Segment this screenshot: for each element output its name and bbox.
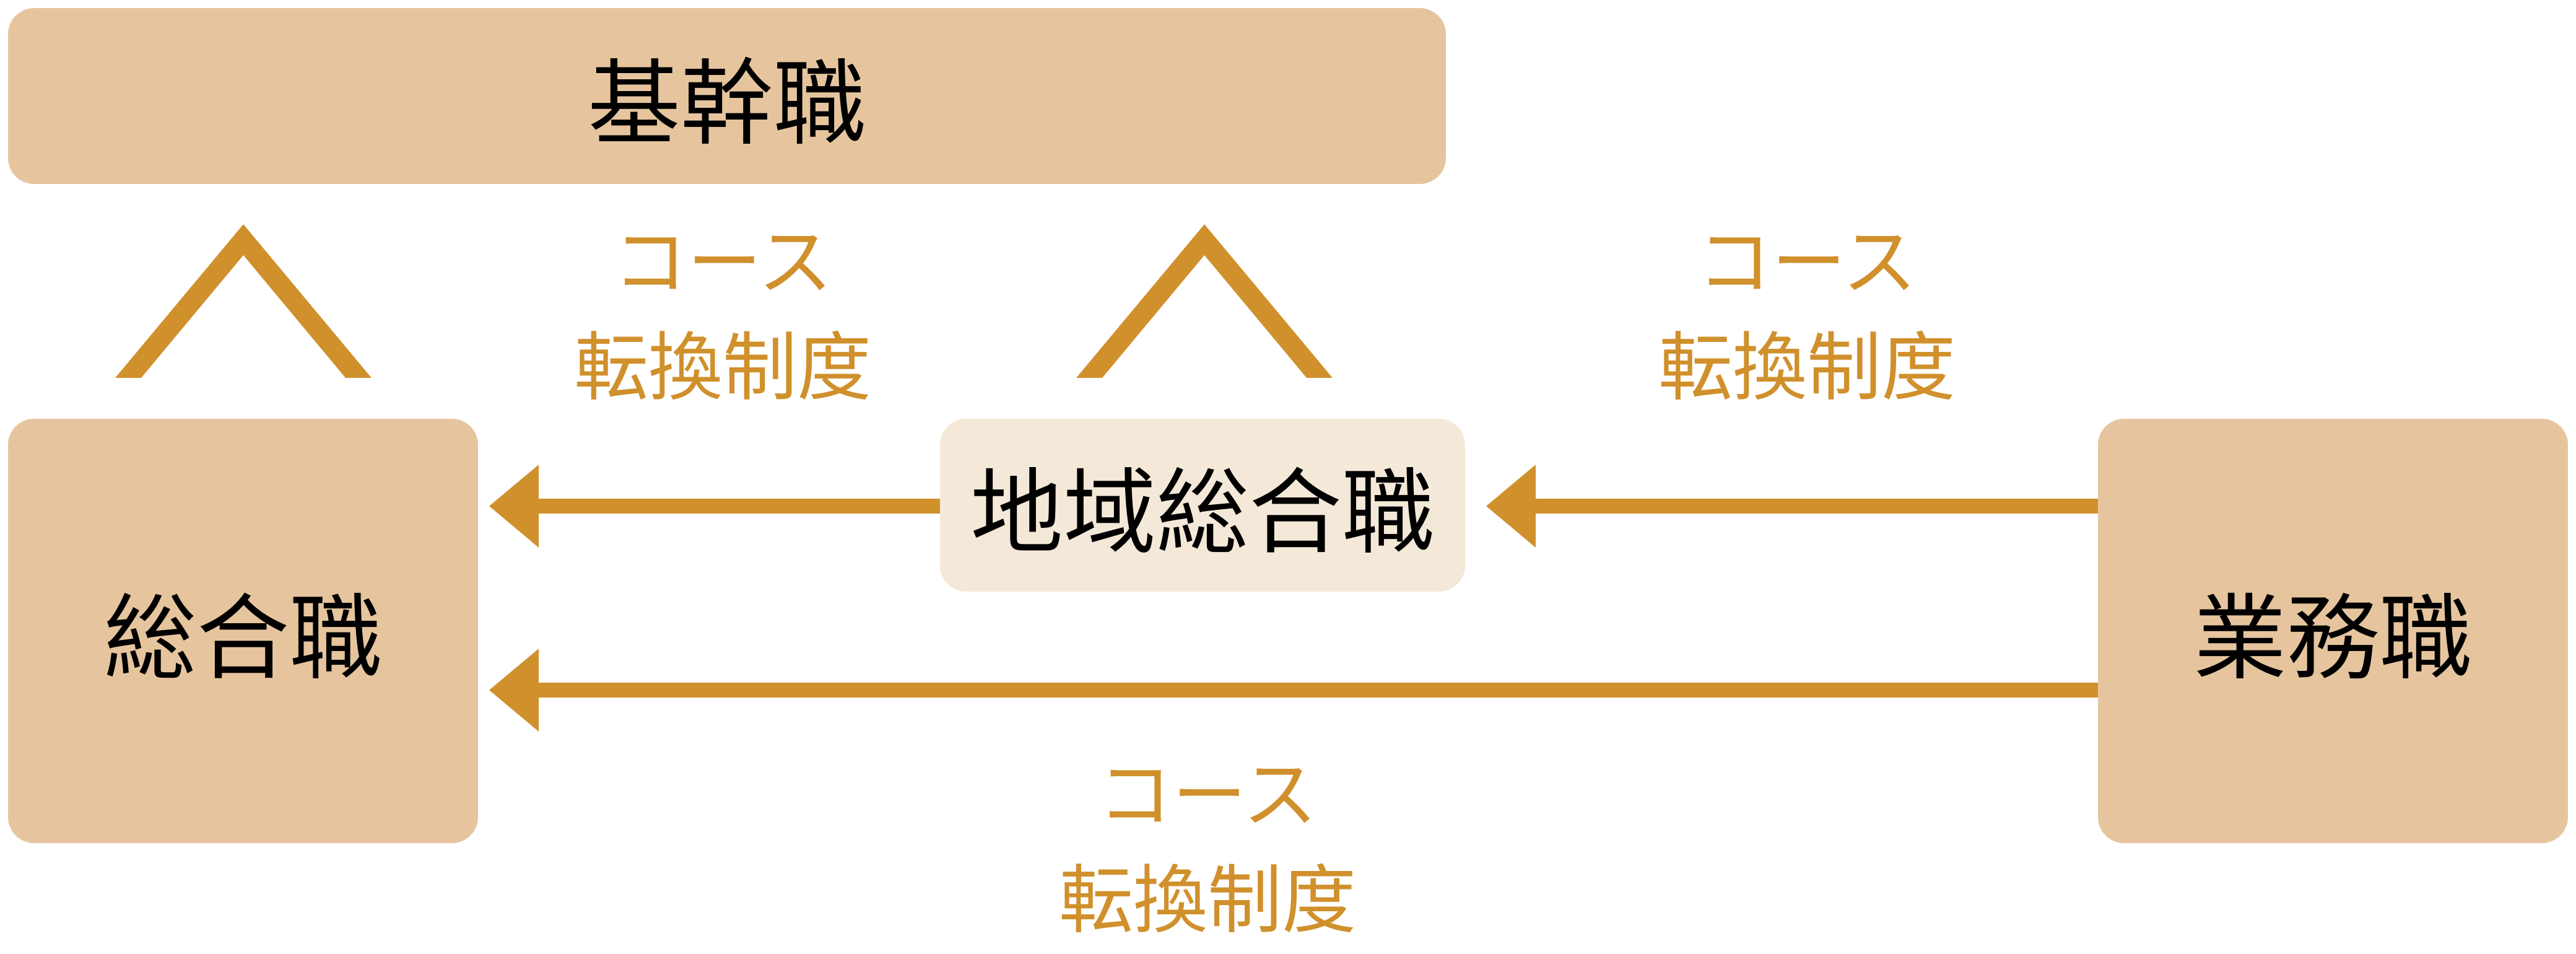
label-line: 転換制度 [1059,858,1356,944]
arrowhead-left-icon [1486,465,1536,548]
up-chevron-icon [115,224,372,378]
course-change-label: コース 転換制度 [506,211,939,421]
arrow-regional-to-general [489,465,940,548]
course-change-label: コース 転換制度 [1590,211,2024,421]
course-change-label: コース 転換制度 [991,743,1424,954]
arrow-clerical-to-general [489,649,2098,732]
clerical-position-box: 業務職 [2098,419,2568,843]
up-chevron-icon [1076,224,1333,378]
label-line: コース [1098,753,1317,839]
arrowhead-left-icon [489,465,539,548]
label-line: コース [613,220,832,306]
label-line: 転換制度 [1658,325,1956,411]
regional-position-box: 地域総合職 [940,419,1465,592]
core-position-box: 基幹職 [8,8,1446,184]
arrow-clerical-to-regional [1486,465,2098,548]
clerical-position-label: 業務職 [2193,585,2473,693]
regional-position-label: 地域総合職 [970,460,1435,567]
arrowhead-left-icon [489,649,539,732]
core-position-label: 基幹職 [587,50,866,159]
label-line: 転換制度 [574,325,871,411]
general-position-box: 総合職 [8,419,478,843]
label-line: コース [1697,220,1917,306]
general-position-label: 総合職 [103,585,383,693]
